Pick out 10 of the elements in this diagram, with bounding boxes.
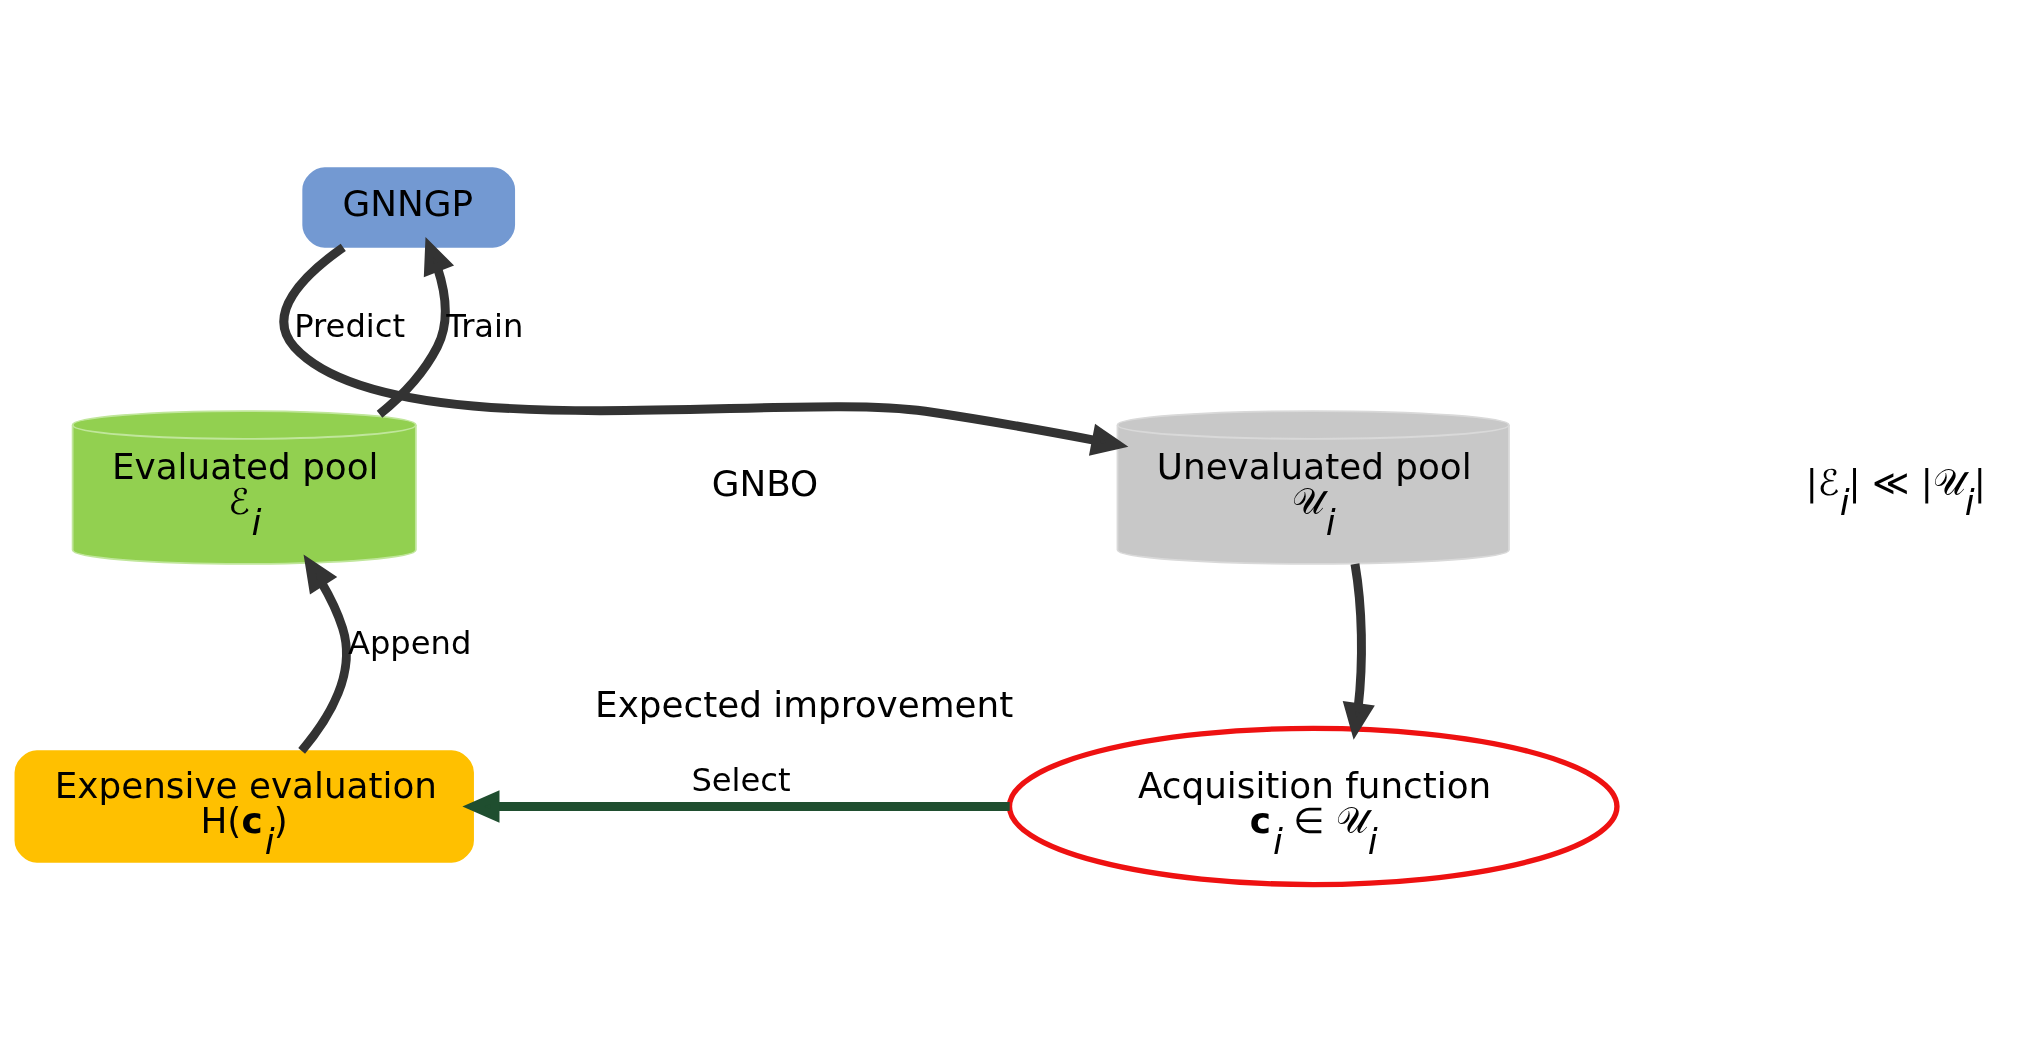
arrow xyxy=(376,236,455,418)
edge-label: Select xyxy=(691,760,791,799)
edge-label: Predict xyxy=(294,306,406,345)
arrow xyxy=(462,789,1010,823)
label: GNBO xyxy=(711,462,819,504)
arrow xyxy=(1342,562,1375,740)
node-label: Expected improvement xyxy=(595,683,1014,725)
arrow xyxy=(279,243,1129,456)
node-box: GNNGP xyxy=(302,166,516,248)
arrow xyxy=(298,554,351,754)
